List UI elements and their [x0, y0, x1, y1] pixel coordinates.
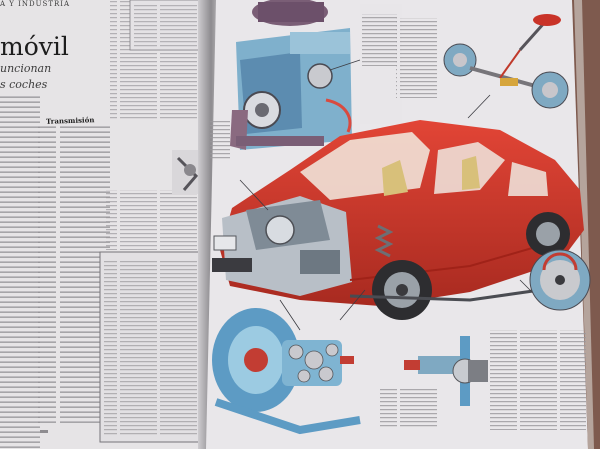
steering-column-illustration: [172, 150, 202, 194]
steering-diagram: [443, 14, 569, 109]
section-header: A Y INDUSTRIA: [0, 0, 71, 8]
section-subheading: Transmisión: [45, 115, 95, 126]
right-page-text-blocks: [210, 120, 586, 430]
page-subtitle-line: s coches: [0, 78, 48, 91]
left-page: [0, 0, 212, 449]
page-subtitle-line: uncionan: [0, 62, 52, 75]
page-title: móvil: [0, 32, 69, 61]
cutaway-car-illustration: [212, 120, 584, 320]
drum-brake-wheel: [529, 249, 591, 311]
callout-lines: [239, 59, 541, 331]
gearbox-illustration: [212, 308, 361, 435]
engine-caption-lines: [362, 14, 438, 98]
brake-diagram: [404, 336, 488, 406]
engine-illustration: [230, 0, 352, 150]
